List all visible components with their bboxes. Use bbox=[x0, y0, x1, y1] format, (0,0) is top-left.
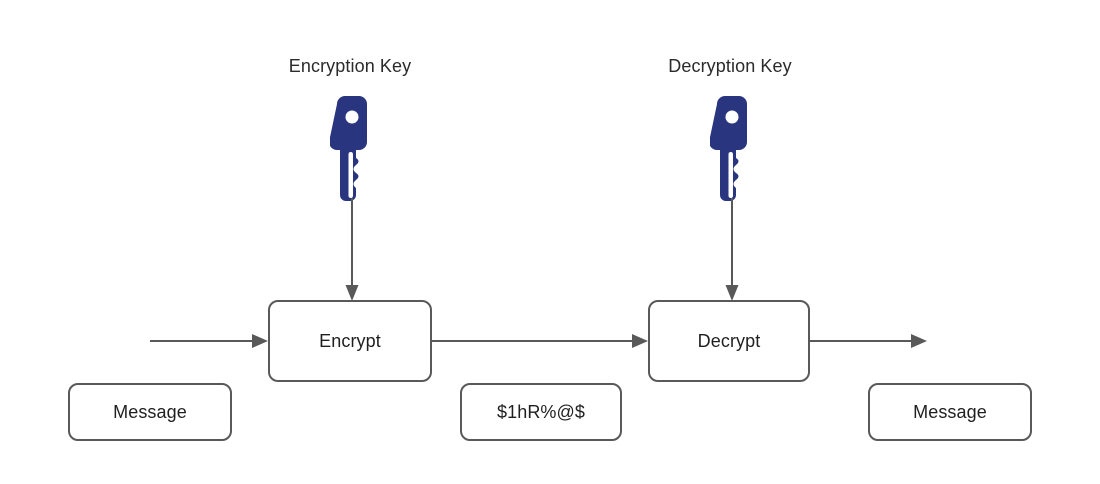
flow-arrow-in bbox=[150, 334, 268, 348]
encrypt-node[interactable]: Encrypt bbox=[268, 300, 432, 382]
key-arrow-encrypt bbox=[345, 198, 359, 301]
flow-arrow-mid bbox=[432, 334, 648, 348]
encryption-key-label: Encryption Key bbox=[288, 56, 412, 76]
flow-arrow-out bbox=[810, 334, 927, 348]
key-arrow-decrypt bbox=[725, 198, 739, 301]
encryption-key-icon bbox=[330, 96, 367, 201]
decryption-key-label: Decryption Key bbox=[668, 56, 792, 76]
decryption-key-icon bbox=[710, 96, 747, 201]
ciphertext-node[interactable]: $1hR%@$ bbox=[460, 383, 622, 441]
decrypt-node[interactable]: Decrypt bbox=[648, 300, 810, 382]
message-input-node[interactable]: Message bbox=[68, 383, 232, 441]
message-output-node[interactable]: Message bbox=[868, 383, 1032, 441]
